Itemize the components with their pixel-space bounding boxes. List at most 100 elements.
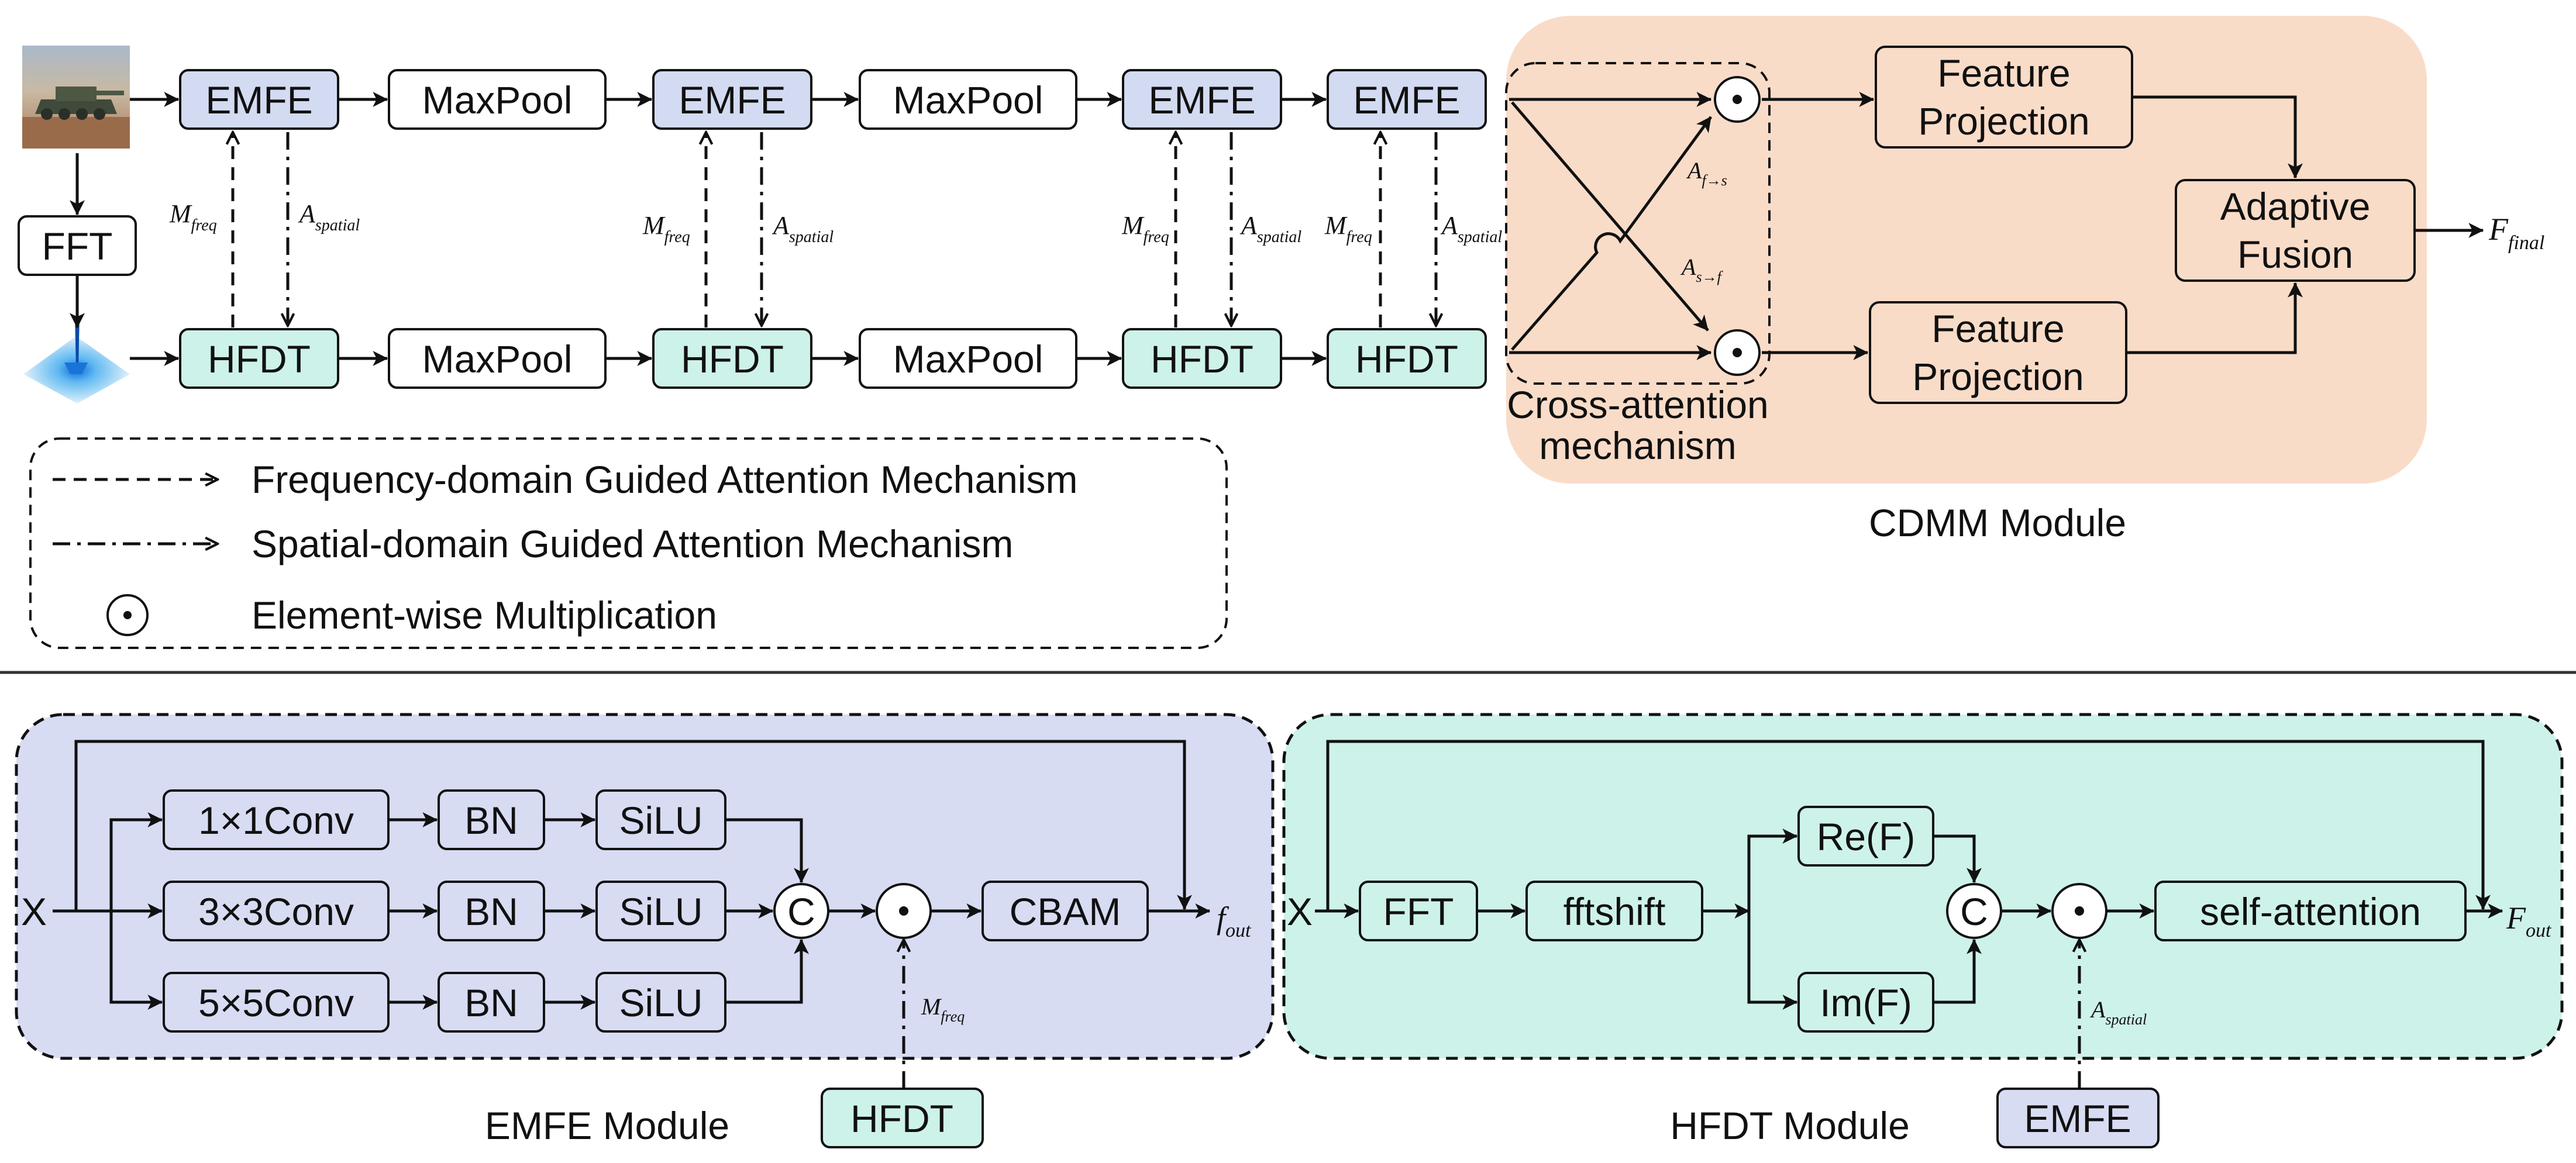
svg-text:Re(F): Re(F) <box>1817 815 1916 858</box>
legend-box <box>29 437 1228 649</box>
adaptive-fusion-node: Adaptive Fusion <box>2175 179 2416 282</box>
legend-multiply-label: Element-wise Multiplication <box>252 593 717 637</box>
multiply-symbol-bottom <box>1714 329 1761 376</box>
cdmm-arrows <box>1762 92 2484 360</box>
svg-text:EMFE: EMFE <box>205 78 312 122</box>
emfe-node: EMFE <box>652 69 812 130</box>
a-f-to-s-label: Af→s <box>1686 157 1727 189</box>
a-s-to-f-label: As→f <box>1680 254 1724 285</box>
svg-text:Projection: Projection <box>1912 355 2084 398</box>
a-spatial-label: Aspatial <box>1440 211 1502 246</box>
hfdt-node: HFDT <box>1327 328 1487 389</box>
conv3x3-node: 3×3Conv <box>163 881 390 941</box>
fft-node: FFT <box>18 215 137 276</box>
emfe-node: EMFE <box>1122 69 1282 130</box>
svg-text:SiLU: SiLU <box>619 981 702 1024</box>
self-attention-node: self-attention <box>2154 881 2467 941</box>
svg-text:Aspatial: Aspatial <box>772 211 834 246</box>
silu-node: SiLU <box>595 789 726 850</box>
legend-spatial-label: Spatial-domain Guided Attention Mechanis… <box>252 522 1013 565</box>
f-final-label: Ffinal <box>2488 212 2544 254</box>
emfe-module-arrows <box>53 740 1211 1010</box>
legend-multiply-icon <box>106 594 149 636</box>
svg-text:Fout: Fout <box>2506 900 2552 941</box>
m-freq-label: Mfreq <box>1121 211 1169 246</box>
fftshift-node: fftshift <box>1525 881 1703 941</box>
svg-text:BN: BN <box>464 890 518 933</box>
multiply-symbol <box>876 883 932 939</box>
svg-text:Af→s: Af→s <box>1686 157 1727 189</box>
svg-text:fftshift: fftshift <box>1563 890 1666 933</box>
svg-text:self-attention: self-attention <box>2200 890 2421 933</box>
legend-frequency-label: Frequency-domain Guided Attention Mechan… <box>252 458 1077 501</box>
maxpool-node: MaxPool <box>859 69 1077 130</box>
svg-text:HFDT: HFDT <box>850 1097 953 1140</box>
hfdt-module-panel <box>1282 713 2564 1060</box>
svg-text:SiLU: SiLU <box>619 799 702 842</box>
pipeline-arrows <box>70 92 1327 366</box>
concat-symbol: C <box>773 883 829 939</box>
svg-text:3×3Conv: 3×3Conv <box>198 890 354 933</box>
cdmm-module-label: CDMM Module <box>1869 501 2126 544</box>
cross-attention-label: mechanism <box>1539 424 1736 467</box>
svg-text:Mfreq: Mfreq <box>1121 211 1169 246</box>
svg-text:FFT: FFT <box>42 225 113 268</box>
m-freq-label: Mfreq <box>642 211 690 246</box>
emfe-node: EMFE <box>1327 69 1487 130</box>
hfdt-module-title: HFDT Module <box>1670 1104 1910 1147</box>
a-spatial-label: Aspatial <box>772 211 834 246</box>
svg-text:Fusion: Fusion <box>2237 233 2353 276</box>
multiply-symbol <box>2051 883 2107 939</box>
m-freq-label: Mfreq <box>921 993 965 1025</box>
svg-text:EMFE: EMFE <box>2024 1097 2131 1140</box>
silu-node: SiLU <box>595 881 726 941</box>
a-spatial-label: Aspatial <box>298 199 360 234</box>
svg-text:Im(F): Im(F) <box>1820 981 1912 1024</box>
conv1x1-node: 1×1Conv <box>163 789 390 850</box>
silu-node: SiLU <box>595 972 726 1033</box>
svg-text:HFDT: HFDT <box>1355 337 1458 381</box>
svg-text:Aspatial: Aspatial <box>1440 211 1502 246</box>
spatial-guidance-arrows <box>288 132 1436 326</box>
svg-text:C: C <box>1960 890 1988 933</box>
svg-text:5×5Conv: 5×5Conv <box>198 981 354 1024</box>
hfdt-input-x: X <box>1287 890 1313 933</box>
a-spatial-label: Aspatial <box>2089 996 2147 1028</box>
svg-text:Mfreq: Mfreq <box>921 993 965 1025</box>
svg-text:HFDT: HFDT <box>1151 337 1253 381</box>
svg-text:Feature: Feature <box>1931 307 2064 350</box>
svg-text:EMFE: EMFE <box>679 78 786 122</box>
hfdt-node: HFDT <box>1122 328 1282 389</box>
frequency-spectrum-image <box>23 316 130 403</box>
svg-text:BN: BN <box>464 799 518 842</box>
multiply-symbol-top <box>1714 76 1761 123</box>
svg-text:EMFE: EMFE <box>1148 78 1255 122</box>
svg-text:Projection: Projection <box>1918 99 2090 143</box>
emfe-node: EMFE <box>179 69 339 130</box>
svg-text:Mfreq: Mfreq <box>642 211 690 246</box>
conv5x5-node: 5×5Conv <box>163 972 390 1033</box>
svg-text:As→f: As→f <box>1680 254 1724 285</box>
a-spatial-label: Aspatial <box>1239 211 1301 246</box>
svg-text:SiLU: SiLU <box>619 890 702 933</box>
svg-text:Aspatial: Aspatial <box>1239 211 1301 246</box>
frequency-guidance-arrows <box>233 132 1380 327</box>
feature-projection-bottom: Feature Projection <box>1869 301 2127 404</box>
svg-text:C: C <box>787 890 815 933</box>
feature-projection-top: Feature Projection <box>1875 46 2133 149</box>
svg-text:FFT: FFT <box>1383 890 1454 933</box>
svg-text:Aspatial: Aspatial <box>2089 996 2147 1028</box>
svg-text:Aspatial: Aspatial <box>298 199 360 234</box>
f-out-label: Fout <box>2506 900 2552 941</box>
svg-text:HFDT: HFDT <box>208 337 311 381</box>
svg-text:MaxPool: MaxPool <box>893 337 1044 381</box>
svg-text:MaxPool: MaxPool <box>422 337 573 381</box>
svg-text:1×1Conv: 1×1Conv <box>198 799 354 842</box>
svg-text:Mfreq: Mfreq <box>169 199 217 234</box>
im-f-node: Im(F) <box>1797 972 1934 1033</box>
cross-attention-arrows <box>1509 92 1713 360</box>
cbam-node: CBAM <box>982 881 1149 941</box>
maxpool-node: MaxPool <box>388 69 607 130</box>
svg-text:MaxPool: MaxPool <box>422 78 573 122</box>
